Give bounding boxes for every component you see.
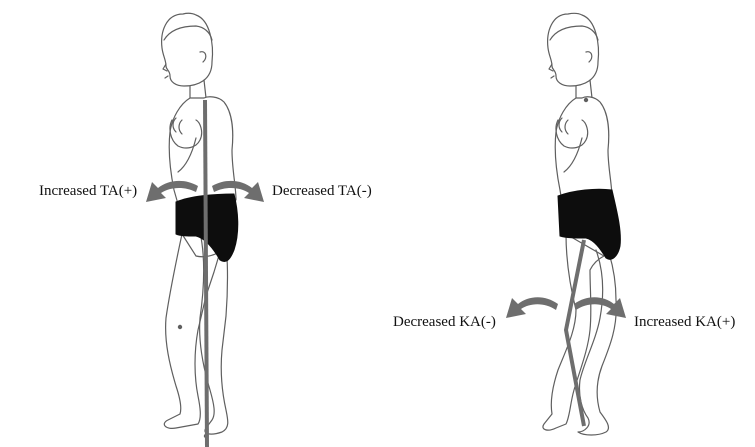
right-arrows bbox=[506, 297, 626, 318]
decreased-ta-label: Decreased TA(-) bbox=[272, 183, 372, 199]
left-head bbox=[162, 13, 213, 86]
decreased-ka-arrow-icon bbox=[506, 297, 558, 318]
decreased-ka-label: Decreased KA(-) bbox=[393, 314, 496, 330]
left-legs bbox=[164, 234, 220, 428]
right-torso bbox=[555, 97, 612, 202]
left-trunk-axis-line bbox=[205, 100, 207, 447]
right-head bbox=[548, 13, 599, 86]
increased-ka-label: Increased KA(+) bbox=[634, 314, 735, 330]
right-legs bbox=[543, 234, 604, 430]
increased-ta-label: Increased TA(+) bbox=[39, 183, 137, 199]
